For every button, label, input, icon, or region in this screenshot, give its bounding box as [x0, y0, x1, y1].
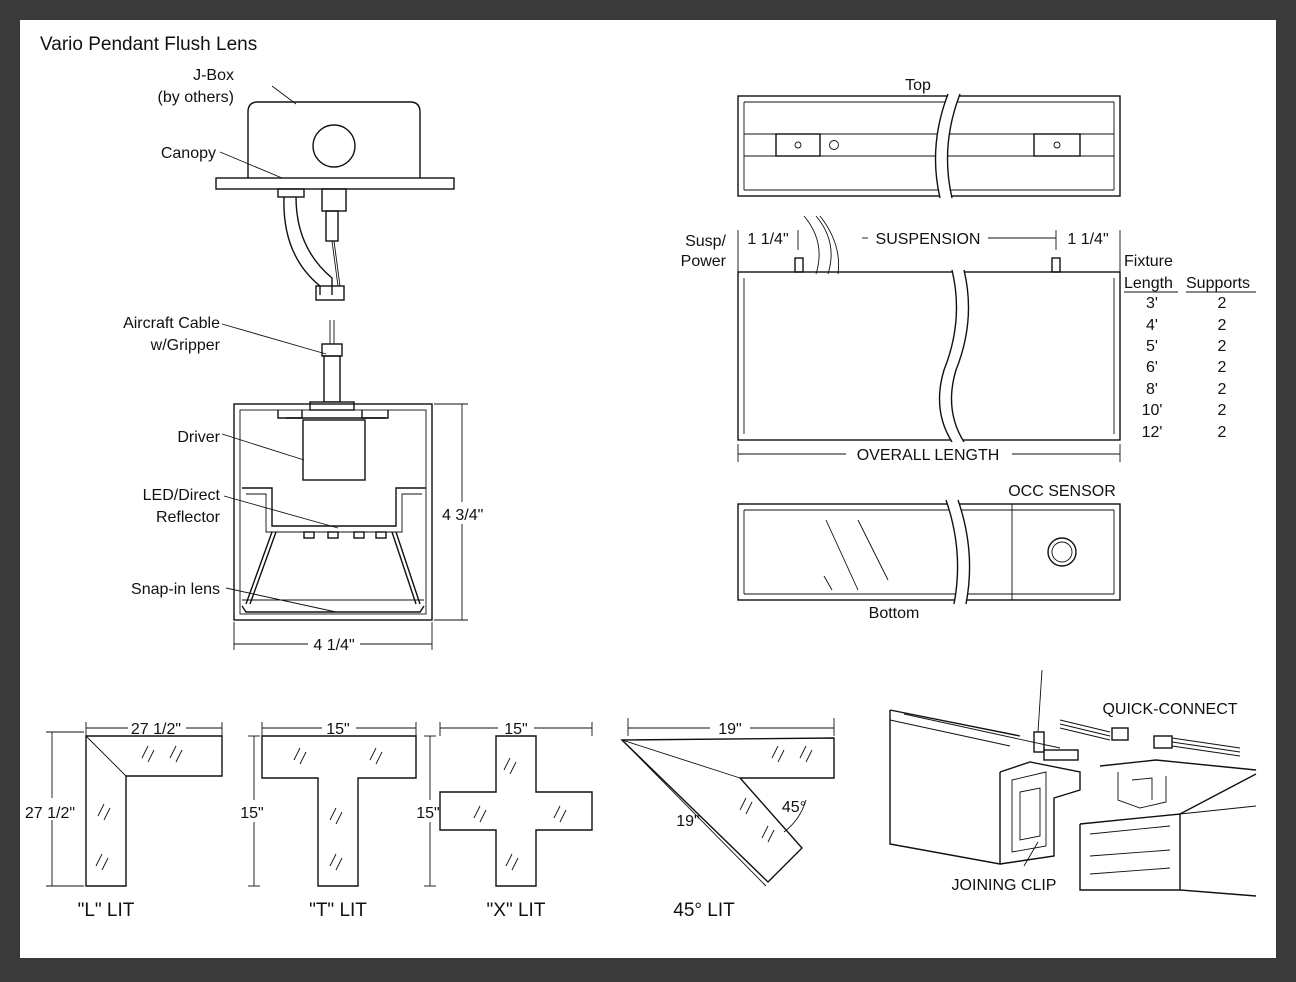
joining-detail: QUICK-CONNECT JOINING CLIP — [889, 669, 1257, 897]
table-cell-length: 3' — [1146, 295, 1158, 312]
table-row: 3' 2 — [1146, 295, 1227, 312]
t-lit-width: 15" — [326, 721, 349, 738]
height-dimension: 4 3/4" — [442, 507, 483, 524]
table-cell-length: 12' — [1142, 424, 1163, 441]
housing-outline — [233, 403, 433, 621]
x-lit-label: "X" LIT — [487, 900, 546, 921]
reflector-label-line1: LED/Direct — [143, 487, 221, 504]
reflector-label-line2: Reflector — [156, 509, 221, 526]
reflector — [242, 487, 426, 527]
table-cell-length: 6' — [1146, 359, 1158, 376]
table-row: 5' 2 — [1146, 338, 1227, 355]
jbox-label-line2: (by others) — [158, 89, 234, 106]
table-header-fixture: Fixture — [1124, 253, 1173, 270]
canopy-fitting-right — [321, 188, 347, 212]
width-dimension: 4 1/4" — [313, 637, 354, 654]
table-cell-supports: 2 — [1218, 424, 1227, 441]
drawing-title: Vario Pendant Flush Lens — [40, 34, 257, 55]
config-45-lit: 19" 45° 19" 45° LIT — [620, 718, 835, 921]
aircraft-cable-label-line1: Aircraft Cable — [123, 315, 220, 332]
x-lit-height: 15" — [416, 805, 439, 822]
canopy-fitting-left — [277, 188, 305, 198]
45-lit-angle: 45° — [782, 799, 806, 816]
table-header-length: Length — [1124, 275, 1173, 292]
table-row: 8' 2 — [1146, 381, 1227, 398]
table-cell-supports: 2 — [1218, 295, 1227, 312]
driver-label: Driver — [177, 429, 220, 446]
susp-power-label-line1: Susp/ — [685, 233, 726, 250]
config-l-lit: 27 1/2" 27 1/2" "L" LIT — [25, 721, 223, 921]
jbox-label-line1: J-Box — [193, 67, 234, 84]
table-header-supports: Supports — [1186, 275, 1250, 292]
45-lit-width: 19" — [718, 721, 741, 738]
table-cell-supports: 2 — [1218, 338, 1227, 355]
config-t-lit: 15" 15" "T" LIT — [240, 721, 417, 921]
l-lit-label: "L" LIT — [78, 900, 135, 921]
top-view-label: Top — [905, 77, 931, 94]
occupancy-sensor — [1047, 537, 1077, 567]
gripper — [323, 355, 341, 403]
table-cell-supports: 2 — [1218, 381, 1227, 398]
table-cell-supports: 2 — [1218, 402, 1227, 419]
susp-power-label-line2: Power — [681, 253, 727, 270]
table-cell-supports: 2 — [1218, 359, 1227, 376]
x-lit-shape — [439, 735, 593, 887]
quick-connect-label: QUICK-CONNECT — [1102, 701, 1237, 718]
cross-section-view: J-Box (by others) Canopy Aircraft Cable … — [123, 67, 483, 654]
table-cell-supports: 2 — [1218, 317, 1227, 334]
45-lit-side: 19" — [676, 813, 699, 830]
suspension-dimension: SUSPENSION — [876, 231, 981, 248]
technical-drawing: Vario Pendant Flush Lens — [25, 34, 1257, 921]
l-lit-width: 27 1/2" — [131, 721, 181, 738]
cord-grip — [315, 285, 345, 301]
table-row: 12' 2 — [1142, 424, 1227, 441]
table-cell-length: 8' — [1146, 381, 1158, 398]
elevation-views: Top Susp/ Power 1 1/4" 1 1/4" SUSPENSION — [681, 77, 1121, 622]
occ-sensor-label: OCC SENSOR — [1008, 483, 1116, 500]
table-row: 6' 2 — [1146, 359, 1227, 376]
driver-box — [302, 419, 366, 481]
table-cell-length: 10' — [1142, 402, 1163, 419]
canopy-plate — [215, 177, 455, 190]
snap-in-lens — [241, 605, 425, 613]
table-row: 10' 2 — [1142, 402, 1227, 419]
left-offset-dimension: 1 1/4" — [747, 231, 788, 248]
drawing-sheet: Vario Pendant Flush Lens — [20, 20, 1276, 958]
config-x-lit: 15" 15" "X" LIT — [416, 721, 593, 921]
x-lit-width: 15" — [504, 721, 527, 738]
side-view-outline — [737, 271, 1121, 441]
table-row: 4' 2 — [1146, 317, 1227, 334]
t-lit-shape — [261, 735, 417, 887]
right-offset-dimension: 1 1/4" — [1067, 231, 1108, 248]
jbox-knockout — [312, 124, 356, 168]
overall-length-dimension: OVERALL LENGTH — [857, 447, 1000, 464]
table-cell-length: 4' — [1146, 317, 1158, 334]
jbox-outline — [247, 101, 421, 178]
lens-label: Snap-in lens — [131, 581, 220, 598]
t-lit-height: 15" — [240, 805, 263, 822]
bottom-view-outline — [737, 503, 1121, 601]
l-lit-height: 27 1/2" — [25, 805, 75, 822]
table-cell-length: 5' — [1146, 338, 1158, 355]
l-lit-shape — [85, 735, 223, 887]
bottom-view-label: Bottom — [869, 605, 920, 622]
canopy-label: Canopy — [161, 145, 216, 162]
t-lit-label: "T" LIT — [309, 900, 367, 921]
supports-table: Fixture Length Supports 3' 2 4' 2 5' 2 6… — [1124, 253, 1256, 441]
top-view-outline — [737, 95, 1121, 197]
45-lit-label: 45° LIT — [673, 900, 735, 921]
aircraft-cable-label-line2: w/Gripper — [150, 337, 221, 354]
joining-clip-label: JOINING CLIP — [952, 877, 1057, 894]
